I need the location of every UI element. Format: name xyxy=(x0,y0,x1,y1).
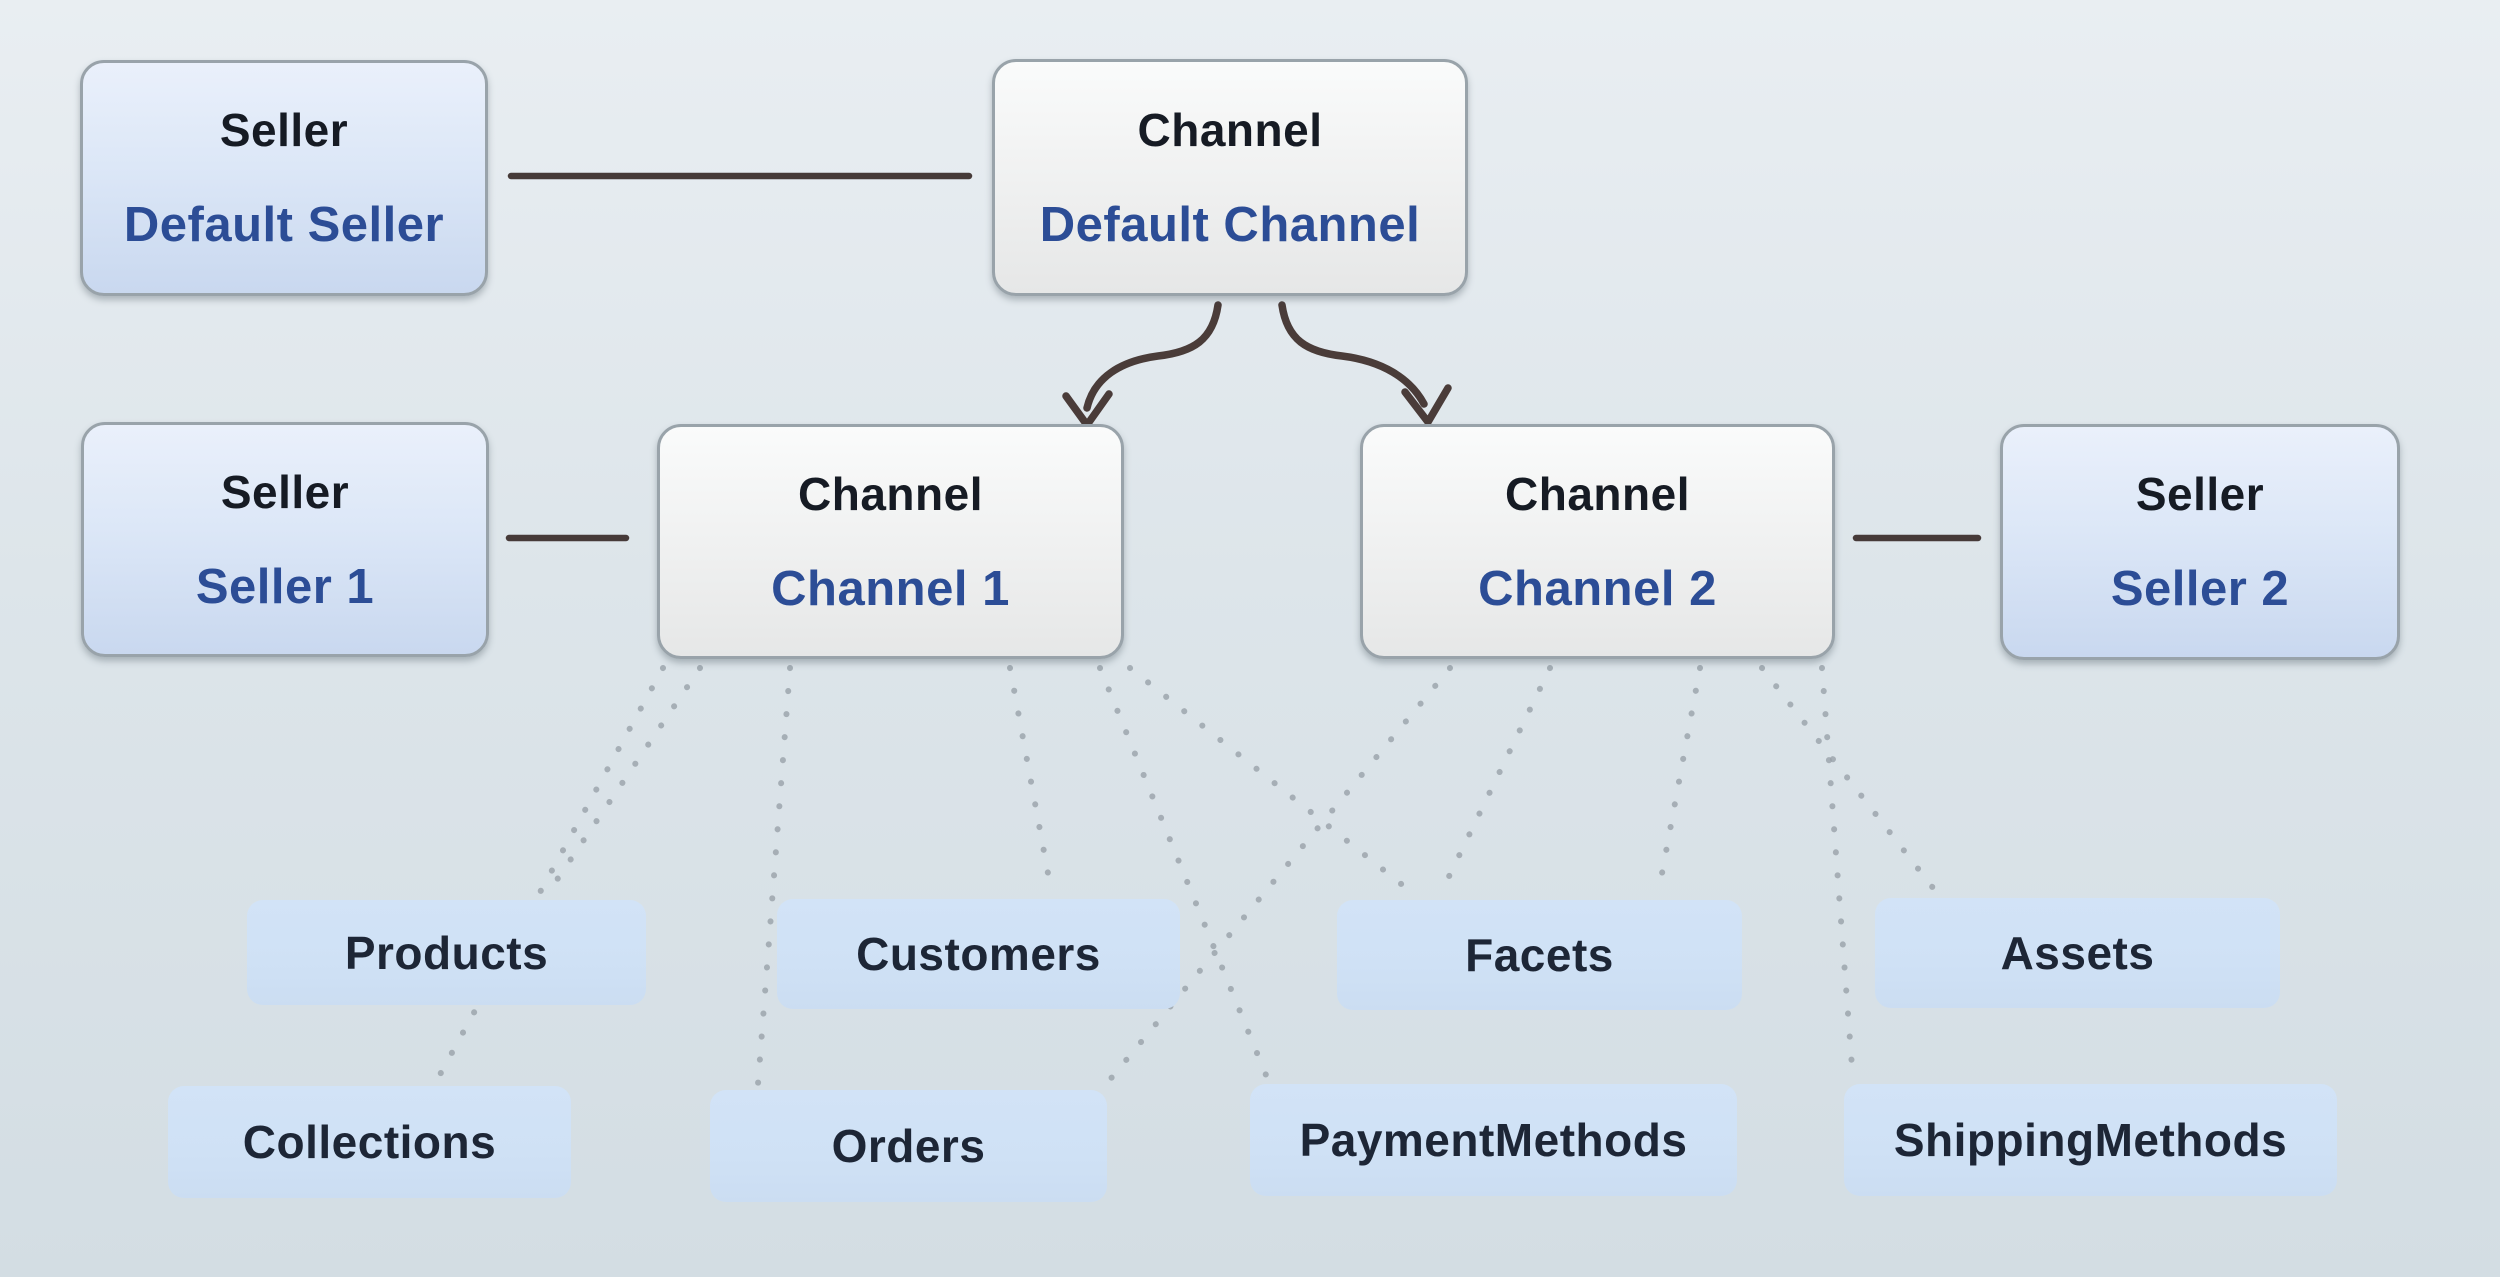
channel1-name-label: Channel 1 xyxy=(771,561,1010,616)
node-seller-1: Seller Seller 1 xyxy=(81,422,489,657)
entity-orders: Orders xyxy=(710,1090,1107,1202)
entity-shipping-methods: ShippingMethods xyxy=(1844,1084,2337,1196)
node-channel-2: Channel Channel 2 xyxy=(1360,424,1835,659)
arrow-default-channel-to-channel2 xyxy=(1278,301,1428,408)
default-seller-name-label: Default Seller xyxy=(123,198,445,252)
collections-label: Collections xyxy=(242,1116,497,1168)
channel2-name-label: Channel 2 xyxy=(1478,561,1717,616)
entity-payment-methods: PaymentMethods xyxy=(1250,1084,1737,1196)
channel2-type-label: Channel xyxy=(1505,467,1690,520)
dotted-channel2-assets xyxy=(1759,665,1940,896)
dotted-channel1-products xyxy=(545,665,703,896)
payment-methods-label: PaymentMethods xyxy=(1299,1114,1688,1166)
seller2-name-label: Seller 2 xyxy=(2110,562,2290,616)
seller2-type-label: Seller xyxy=(2135,468,2265,520)
arrow-default-channel-to-channel1 xyxy=(1083,301,1222,412)
dotted-channel1-customers xyxy=(1007,665,1055,898)
assets-label: Assets xyxy=(2000,927,2155,979)
node-seller-2: Seller Seller 2 xyxy=(2000,424,2400,660)
dotted-channel2-orders xyxy=(1105,665,1453,1085)
node-default-seller: Seller Default Seller xyxy=(80,60,488,296)
dotted-channel2-facets-right xyxy=(1655,665,1703,898)
default-channel-type-label: Channel xyxy=(1137,103,1323,156)
node-channel-1: Channel Channel 1 xyxy=(657,424,1124,659)
shipping-methods-label: ShippingMethods xyxy=(1893,1114,2288,1166)
dotted-channel1-payment-methods xyxy=(1097,665,1271,1083)
dotted-channel2-shipping-methods xyxy=(1819,665,1856,1083)
facets-label: Facets xyxy=(1465,929,1614,981)
seller1-type-label: Seller xyxy=(220,465,350,518)
default-channel-name-label: Default Channel xyxy=(1039,197,1421,252)
dotted-channel1-orders xyxy=(755,665,793,1087)
entity-customers: Customers xyxy=(777,899,1180,1009)
entity-assets: Assets xyxy=(1875,898,2280,1008)
node-default-channel: Channel Default Channel xyxy=(992,59,1468,296)
seller1-name-label: Seller 1 xyxy=(195,559,375,614)
dotted-channel1-collections xyxy=(434,665,666,1083)
customers-label: Customers xyxy=(856,928,1101,980)
entity-products: Products xyxy=(247,900,646,1005)
channel1-type-label: Channel xyxy=(798,467,983,520)
entity-collections: Collections xyxy=(168,1086,571,1198)
orders-label: Orders xyxy=(831,1120,986,1172)
products-label: Products xyxy=(344,926,549,979)
arrowhead-channel2-icon xyxy=(1401,384,1452,426)
entity-facets: Facets xyxy=(1337,900,1742,1010)
default-seller-type-label: Seller xyxy=(219,104,349,156)
dotted-channel2-facets xyxy=(1437,665,1553,898)
dotted-channel1-facets xyxy=(1127,665,1418,898)
